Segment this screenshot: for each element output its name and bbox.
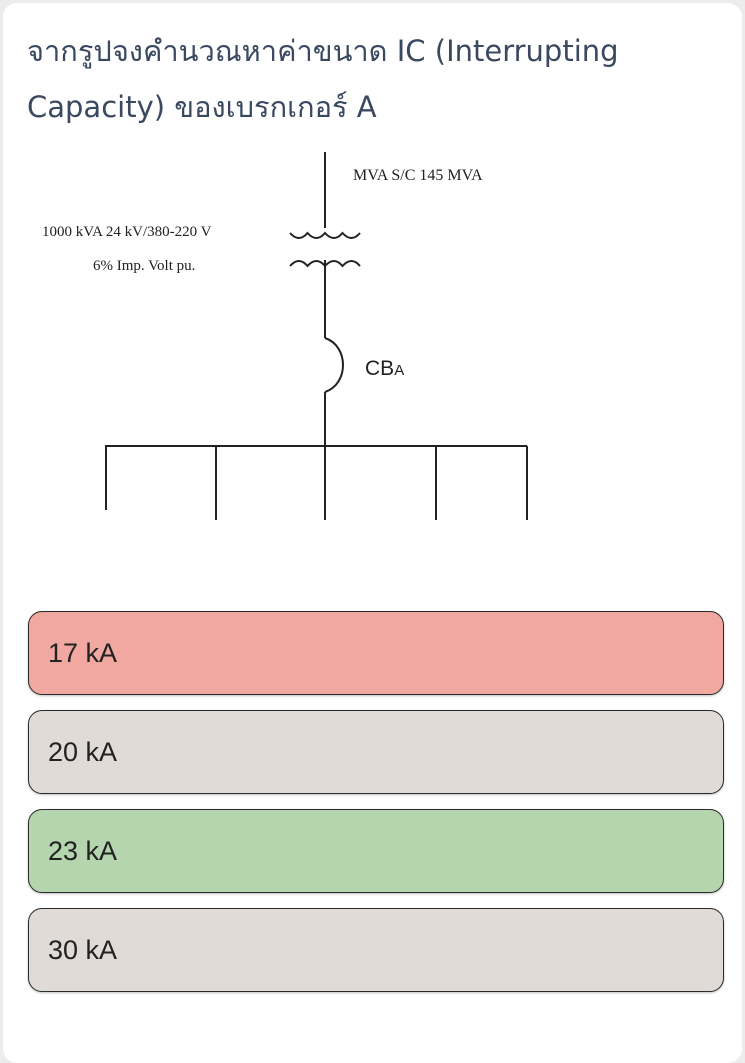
answer-option-label: 20 kA (48, 736, 118, 767)
answer-option-label: 23 kA (48, 835, 118, 866)
answer-options: 17 kA 20 kA 23 kA 30 kA (28, 611, 724, 1007)
question-card: จากรูปจงคำนวณหาค่าขนาด IC (Interrupting … (3, 3, 742, 1063)
answer-option-label: 17 kA (48, 637, 118, 668)
primary-winding (289, 231, 361, 239)
transformer-label: 1000 kVA 24 kV/380-220 V (42, 224, 212, 240)
answer-option-17ka[interactable]: 17 kA (28, 611, 724, 695)
answer-option-20ka[interactable]: 20 kA (28, 710, 724, 794)
impedance-label: 6% Imp. Volt pu. (93, 258, 195, 274)
answer-option-23ka[interactable]: 23 kA (28, 809, 724, 893)
answer-option-label: 30 kA (48, 934, 118, 965)
question-text: จากรูปจงคำนวณหาค่าขนาด IC (Interrupting … (27, 34, 619, 124)
breaker-label-sub: A (394, 362, 404, 379)
breaker-label: CBA (365, 357, 404, 380)
source-label: MVA S/C 145 MVA (353, 167, 483, 184)
breaker-symbol (324, 337, 344, 393)
single-line-diagram: MVA S/C 145 MVA 1000 kVA 24 kV/380-220 V… (42, 152, 528, 520)
answer-option-30ka[interactable]: 30 kA (28, 908, 724, 992)
breaker-label-main: CB (365, 357, 394, 380)
